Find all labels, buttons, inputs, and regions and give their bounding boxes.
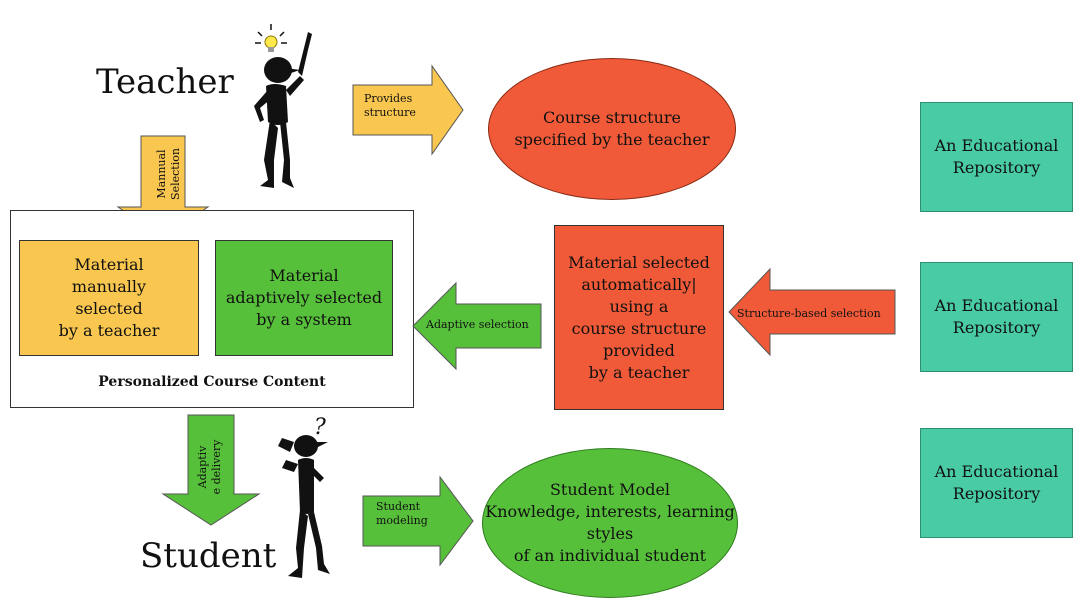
adaptive-delivery-arrow [161, 414, 261, 526]
student-model-ellipse: Student Model Knowledge, interests, lear… [482, 448, 738, 598]
auto-box-line-5: provided [603, 340, 675, 360]
auto-box-line-2: automatically| [581, 274, 697, 294]
adaptive-box-line-3: by a system [256, 310, 352, 329]
repository-box-3: An Educational Repository [920, 428, 1073, 538]
student-modeling-line-2: modeling [376, 514, 428, 527]
personalized-caption: Personalized Course Content [98, 374, 326, 390]
course-structure-line-2: specified by the teacher [514, 130, 710, 149]
repository-2-line-1: An Educational [934, 296, 1059, 315]
adaptive-box-line-1: Material [269, 266, 339, 285]
teacher-figure-icon [254, 24, 312, 188]
question-mark-icon: ? [314, 415, 326, 440]
provides-structure-line-2: structure [364, 106, 416, 119]
manual-material-box: Material manually selected by a teacher [19, 240, 199, 356]
adaptive-material-box: Material adaptively selected by a system [215, 240, 393, 356]
provides-structure-label: Provides structure [364, 92, 416, 120]
repository-box-2: An Educational Repository [920, 262, 1073, 372]
adaptive-delivery-line-1: Adaptiv [196, 445, 209, 489]
manual-selection-line-2: Selection [169, 148, 182, 200]
adaptive-selection-label: Adaptive selection [426, 318, 529, 331]
student-modeling-line-1: Student [376, 500, 421, 513]
repository-3-line-1: An Educational [934, 462, 1059, 481]
repository-box-1: An Educational Repository [920, 102, 1073, 212]
manual-selection-label: Mannual Selection [155, 131, 182, 217]
auto-box-line-3: using a [609, 296, 669, 316]
course-structure-ellipse: Course structure specified by the teache… [488, 58, 736, 200]
lightbulb-icon [255, 24, 287, 52]
student-label: Student [140, 536, 277, 576]
manual-box-line-4: by a teacher [58, 321, 160, 340]
auto-material-box: Material selected automatically| using a… [554, 225, 724, 410]
repository-1-line-2: Repository [952, 158, 1041, 177]
manual-selection-line-1: Mannual [155, 149, 168, 199]
structure-based-selection-label: Structure-based selection [737, 307, 881, 320]
manual-box-line-2: manually [71, 277, 147, 296]
adaptive-selection-arrow [412, 281, 542, 371]
teacher-label: Teacher [96, 62, 234, 102]
auto-box-line-4: course structure [571, 318, 707, 338]
structure-based-selection-arrow [728, 267, 896, 357]
provides-structure-arrow [352, 64, 464, 156]
manual-box-line-3: selected [75, 299, 143, 318]
repository-3-line-2: Repository [952, 484, 1041, 503]
manual-box-line-1: Material [74, 255, 144, 274]
student-model-line-3: of an individual student [513, 546, 707, 565]
adaptive-delivery-line-2: e delivery [210, 439, 223, 495]
student-model-line-2: Knowledge, interests, learning styles [485, 502, 735, 543]
student-figure-icon: ? [278, 415, 330, 578]
course-structure-line-1: Course structure [542, 108, 681, 127]
student-modeling-label: Student modeling [376, 500, 428, 528]
auto-box-line-6: by a teacher [588, 362, 690, 382]
student-model-line-1: Student Model [549, 480, 671, 499]
adaptive-box-line-2: adaptively selected [225, 288, 383, 307]
auto-box-line-1: Material selected [568, 252, 710, 272]
repository-2-line-2: Repository [952, 318, 1041, 337]
student-modeling-arrow [362, 475, 474, 567]
provides-structure-line-1: Provides [364, 92, 413, 105]
repository-1-line-1: An Educational [934, 136, 1059, 155]
adaptive-delivery-label: Adaptiv e delivery [196, 417, 224, 517]
